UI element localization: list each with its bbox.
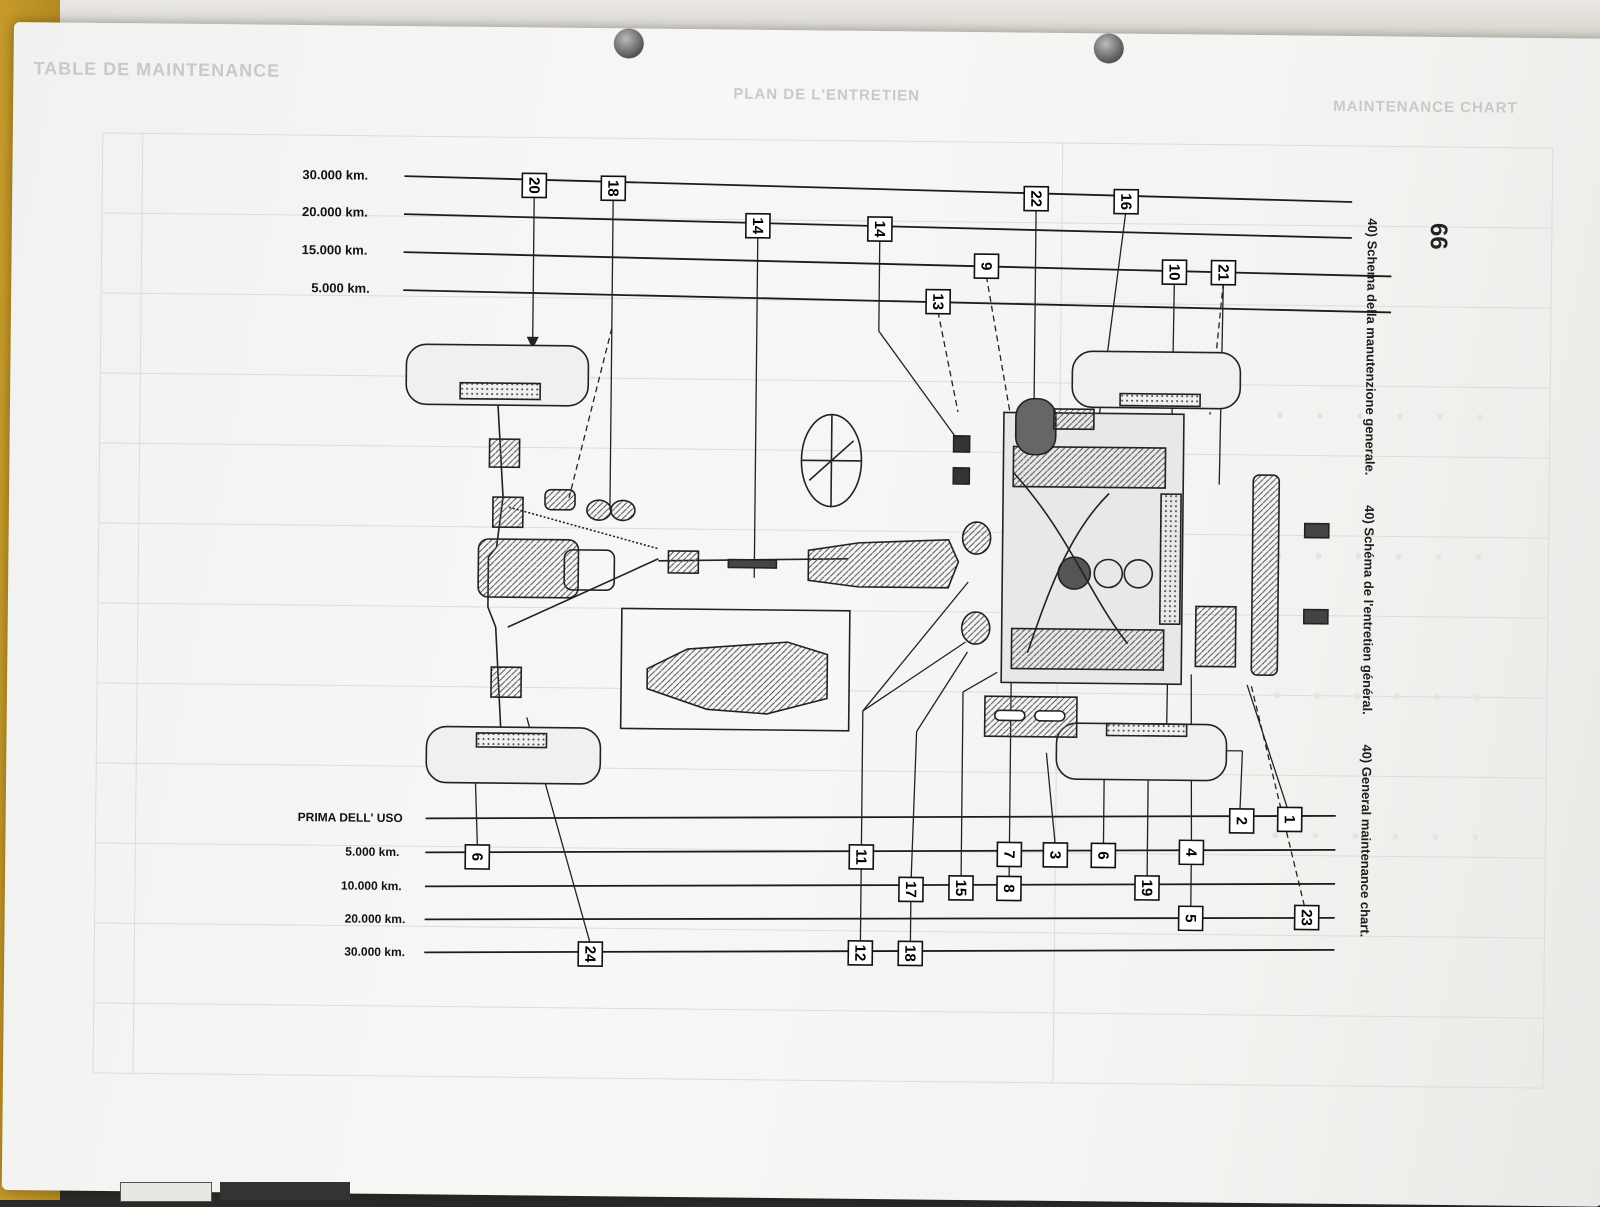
marker-6-right: 6 [1091, 843, 1115, 867]
marker-3: 3 [1043, 843, 1067, 867]
row-label-top-30000: 30.000 km. [302, 167, 368, 183]
svg-text:1: 1 [1281, 815, 1298, 824]
marker-24: 24 [578, 942, 602, 966]
interval-line-top-5000 [403, 290, 1391, 312]
svg-text:7: 7 [1000, 850, 1017, 859]
svg-text:14: 14 [749, 217, 766, 235]
svg-text:4: 4 [1182, 848, 1199, 857]
marker-15: 15 [949, 876, 973, 900]
svg-text:16: 16 [1117, 193, 1134, 210]
svg-text:15: 15 [952, 880, 969, 897]
interval-line-bottom-10000 [425, 874, 1335, 896]
svg-text:22: 22 [1027, 190, 1044, 207]
svg-text:5: 5 [1182, 914, 1199, 923]
row-label-top-5000: 5.000 km. [311, 280, 370, 296]
svg-text:14: 14 [871, 221, 888, 239]
svg-text:2: 2 [1233, 817, 1250, 826]
marker-8: 8 [997, 876, 1021, 900]
marker-11: 11 [849, 845, 873, 869]
air-filter [1016, 399, 1057, 455]
svg-text:18: 18 [901, 945, 918, 962]
binder-tab [220, 1182, 350, 1200]
binder-tabs [120, 1182, 360, 1200]
interval-line-top-15000 [403, 252, 1391, 276]
marker-2: 2 [1230, 809, 1254, 833]
marker-18-bottom: 18 [898, 941, 922, 965]
svg-text:10: 10 [1165, 264, 1182, 281]
chassis-drawing [402, 344, 1331, 792]
marker-6-left: 6 [465, 845, 489, 869]
marker-1: 1 [1278, 807, 1302, 831]
gearbox [808, 538, 958, 588]
marker-14-b: 14 [868, 217, 892, 241]
marker-10: 10 [1162, 260, 1186, 284]
svg-text:24: 24 [581, 946, 598, 964]
row-label-top-20000: 20.000 km. [302, 204, 368, 220]
svg-text:8: 8 [1000, 884, 1017, 893]
marker-20: 20 [522, 173, 546, 197]
svg-text:11: 11 [852, 849, 869, 865]
row-label-top-15000: 15.000 km. [302, 242, 368, 258]
svg-text:6: 6 [468, 853, 485, 862]
radiator [1251, 475, 1279, 675]
marker-18-top: 18 [601, 176, 625, 200]
marker-21: 21 [1211, 261, 1235, 285]
svg-text:20: 20 [525, 177, 542, 194]
svg-text:17: 17 [902, 881, 919, 898]
interval-line-prima [426, 806, 1336, 828]
interval-line-bottom-30000 [424, 940, 1334, 962]
svg-text:23: 23 [1298, 909, 1315, 926]
marker-17: 17 [899, 877, 923, 901]
row-label-bottom-10000: 10.000 km. [341, 878, 402, 893]
svg-text:19: 19 [1138, 879, 1155, 896]
marker-19: 19 [1135, 876, 1159, 900]
row-label-bottom-5000: 5.000 km. [345, 845, 399, 860]
maintenance-diagram: 30.000 km. 20.000 km. 15.000 km. 5.000 k… [2, 22, 1600, 1207]
svg-text:18: 18 [604, 180, 621, 197]
manual-page: TABLE DE MAINTENANCE PLAN DE L'ENTRETIEN… [2, 22, 1600, 1207]
marker-22: 22 [1024, 187, 1048, 211]
marker-23: 23 [1295, 905, 1319, 929]
svg-text:12: 12 [851, 944, 868, 961]
marker-7: 7 [997, 842, 1021, 866]
marker-5: 5 [1179, 906, 1203, 930]
marker-12: 12 [848, 941, 872, 965]
row-label-prima: PRIMA DELL' USO [298, 810, 403, 825]
svg-text:21: 21 [1214, 264, 1231, 281]
svg-text:6: 6 [1094, 851, 1111, 860]
svg-text:13: 13 [929, 293, 946, 310]
svg-text:9: 9 [977, 262, 994, 271]
row-label-bottom-30000: 30.000 km. [344, 945, 405, 960]
marker-13: 13 [926, 290, 950, 314]
marker-16: 16 [1114, 190, 1138, 214]
marker-9: 9 [974, 254, 998, 278]
svg-text:3: 3 [1046, 851, 1063, 860]
marker-4: 4 [1179, 840, 1203, 864]
marker-14-a: 14 [746, 214, 770, 238]
binder-tab [120, 1182, 212, 1202]
row-label-bottom-20000: 20.000 km. [345, 912, 406, 927]
